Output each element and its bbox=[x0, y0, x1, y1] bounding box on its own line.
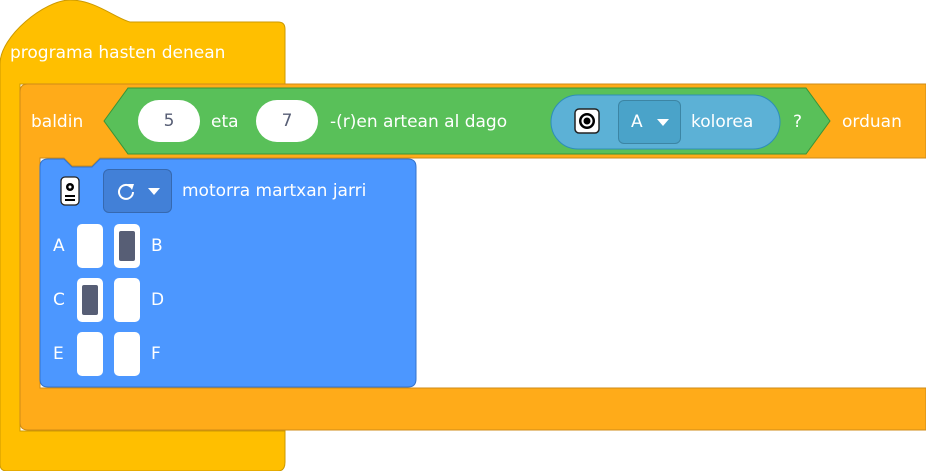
motor-block-body[interactable] bbox=[39, 158, 417, 388]
port-label-f: F bbox=[151, 344, 161, 364]
color-label: kolorea bbox=[691, 112, 754, 132]
clockwise-arrow-icon bbox=[118, 183, 134, 200]
low-value-input[interactable]: 5 bbox=[138, 100, 200, 142]
if-label: baldin bbox=[31, 112, 84, 132]
motor-block-label: motorra martxan jarri bbox=[182, 181, 367, 201]
question-mark: ? bbox=[793, 112, 803, 132]
port-a-toggle[interactable] bbox=[77, 224, 103, 268]
port-label-e: E bbox=[53, 344, 64, 364]
port-label-c: C bbox=[53, 290, 65, 310]
between-label: -(r)en artean al dago bbox=[330, 112, 508, 132]
port-f-toggle[interactable] bbox=[114, 332, 140, 376]
port-label-d: D bbox=[151, 290, 165, 310]
port-label-a: A bbox=[53, 236, 65, 256]
port-c-toggle[interactable] bbox=[77, 278, 103, 322]
then-label: orduan bbox=[842, 112, 902, 132]
direction-dropdown[interactable] bbox=[103, 169, 172, 213]
chevron-down-icon bbox=[148, 188, 160, 195]
chevron-down-icon bbox=[657, 119, 669, 126]
port-c-selected-indicator bbox=[82, 285, 98, 315]
port-b-toggle[interactable] bbox=[114, 224, 140, 268]
port-e-toggle[interactable] bbox=[77, 332, 103, 376]
sensor-port-value: A bbox=[631, 112, 643, 132]
high-value-input[interactable]: 7 bbox=[256, 100, 318, 142]
hat-block-label: programa hasten denean bbox=[10, 43, 226, 63]
sensor-port-dropdown[interactable]: A bbox=[618, 100, 681, 144]
motor-hub-icon bbox=[59, 175, 81, 207]
port-b-selected-indicator bbox=[119, 231, 135, 261]
and-label: eta bbox=[211, 112, 239, 132]
color-sensor-icon bbox=[574, 108, 600, 134]
port-d-toggle[interactable] bbox=[114, 278, 140, 322]
port-label-b: B bbox=[151, 236, 163, 256]
